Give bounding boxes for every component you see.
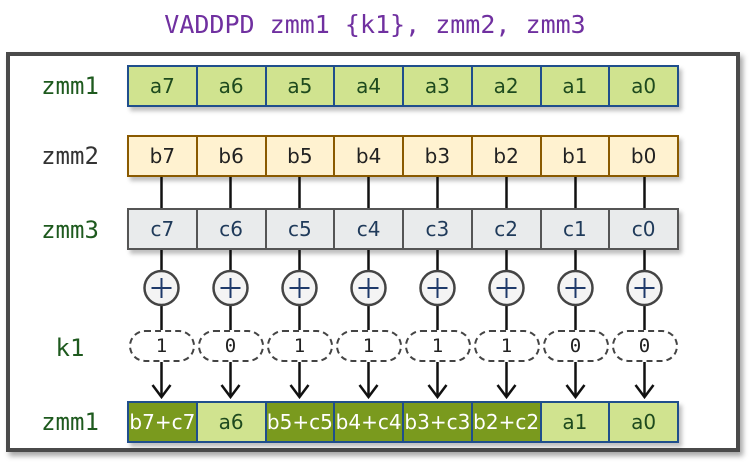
result-element: a0 xyxy=(610,403,677,441)
mask-bit: 1 xyxy=(128,330,195,362)
mask-bit: 1 xyxy=(404,330,471,362)
arrow-head-icon xyxy=(634,384,655,400)
mask-bit: 1 xyxy=(266,330,333,362)
zmm2-element: b4 xyxy=(335,137,404,175)
mask-bit: 1 xyxy=(473,330,540,362)
mask-bit: 0 xyxy=(611,330,678,362)
label-result-zmm1: zmm1 xyxy=(41,408,99,436)
zmm3-element: c3 xyxy=(404,210,473,248)
arrow-head-icon xyxy=(358,384,379,400)
zmm1-element: a1 xyxy=(542,67,611,105)
zmm2-element: b6 xyxy=(198,137,267,175)
arrow-head-icon xyxy=(496,384,517,400)
zmm3-element: c6 xyxy=(198,210,267,248)
zmm2-element: b5 xyxy=(267,137,336,175)
mask-bit: 0 xyxy=(542,330,609,362)
result-element: b4+c4 xyxy=(335,403,404,441)
arrow-head-icon xyxy=(220,384,241,400)
result-element: b5+c5 xyxy=(266,403,336,441)
zmm2-element: b7 xyxy=(129,137,198,175)
arrow-head-icon xyxy=(565,384,586,400)
mask-bit: 1 xyxy=(335,330,402,362)
zmm1-element: a4 xyxy=(335,67,404,105)
zmm3-element: c7 xyxy=(129,210,198,248)
zmm3-element: c0 xyxy=(631,217,656,241)
zmm1-element: a0 xyxy=(631,74,657,98)
zmm2-element: b1 xyxy=(542,137,611,175)
zmm1-element: a7 xyxy=(129,67,198,105)
zmm1-element: a2 xyxy=(473,67,542,105)
mask-bit: 0 xyxy=(197,330,264,362)
result-element: b3+c3 xyxy=(404,403,473,441)
zmm3-element: c4 xyxy=(335,210,404,248)
zmm2-element: b3 xyxy=(404,137,473,175)
zmm1-element: a3 xyxy=(404,67,473,105)
result-element: a1 xyxy=(541,403,611,441)
zmm1-element: a5 xyxy=(267,67,336,105)
result-element: a6 xyxy=(197,403,267,441)
zmm1-element: a6 xyxy=(198,67,267,105)
arrow-head-icon xyxy=(427,384,448,400)
diagram-frame xyxy=(6,52,740,452)
zmm3-element: c5 xyxy=(267,210,336,248)
result-element: b7+c7 xyxy=(129,403,198,441)
instruction-title: VADDPD zmm1 {k1}, zmm2, zmm3 xyxy=(164,10,586,39)
label-zmm2: zmm2 xyxy=(41,142,99,170)
arrow-head-icon xyxy=(151,384,172,400)
arrow-head-icon xyxy=(289,384,310,400)
label-k1: k1 xyxy=(55,334,85,362)
zmm2-element: b2 xyxy=(473,137,542,175)
zmm3-element: c1 xyxy=(542,210,611,248)
zmm3-element: c2 xyxy=(473,210,542,248)
label-zmm3: zmm3 xyxy=(41,216,99,244)
label-zmm1: zmm1 xyxy=(41,72,99,100)
zmm2-element: b0 xyxy=(630,144,657,168)
result-element: b2+c2 xyxy=(472,403,542,441)
